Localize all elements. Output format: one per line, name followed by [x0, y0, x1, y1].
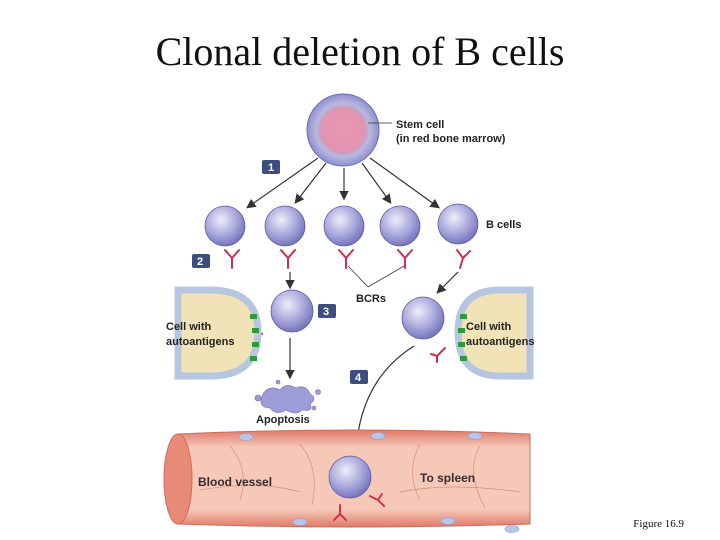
figure-caption: Figure 16.9	[633, 518, 684, 530]
to-spleen-label: To spleen	[420, 471, 475, 485]
bcr-receptor-surviving-lower	[333, 504, 347, 521]
endothelial-lines	[199, 443, 521, 509]
bcrs-label: BCRs	[356, 293, 386, 305]
differentiation-arrows	[246, 157, 440, 209]
step-1-number: 1	[268, 162, 274, 174]
bcrs-pointers	[347, 265, 405, 288]
stem-cell	[306, 93, 380, 167]
blood-vessel-label: Blood vessel	[198, 475, 272, 489]
step-2-badge: 2	[192, 254, 210, 268]
step-2-number: 2	[197, 256, 203, 268]
autoantigen-markers-left	[250, 314, 259, 361]
autoantigen-markers-right	[458, 314, 467, 361]
b-cell	[323, 205, 365, 247]
b-cell-binding-left	[270, 289, 314, 333]
b-cell	[437, 203, 479, 245]
b-cell	[204, 205, 246, 247]
b-cell-surviving	[328, 455, 372, 499]
step-4-number: 4	[355, 372, 362, 384]
cell-with-label-right-line1: Cell with	[466, 321, 512, 333]
cell-with-label-right-line2: autoantigens	[466, 336, 534, 348]
step-3-badge: 3	[318, 304, 336, 318]
b-cell	[264, 205, 306, 247]
apoptotic-cell	[254, 379, 321, 414]
step-1-badge: 1	[262, 160, 280, 174]
bcr-receptor-surviving	[369, 493, 385, 507]
stem-cell-label-line1: Stem cell	[396, 119, 444, 131]
step-3-number: 3	[323, 306, 329, 318]
apoptosis-label: Apoptosis	[256, 414, 310, 426]
b-cell-nonbinding-right	[401, 296, 445, 340]
slide-title: Clonal deletion of B cells	[155, 29, 565, 74]
stem-cell-label-line2: (in red bone marrow)	[396, 133, 506, 145]
endothelial-nuclei	[238, 432, 520, 533]
cell-with-label-left-line2: autoantigens	[166, 336, 234, 348]
arrow-to-tested-right	[436, 271, 459, 294]
cell-with-label-left-line1: Cell with	[166, 321, 212, 333]
b-cell	[379, 205, 421, 247]
step-4-badge: 4	[350, 370, 368, 384]
b-cells-label: B cells	[486, 219, 521, 231]
b-cell-row	[204, 203, 479, 247]
host-cell-left	[174, 286, 262, 380]
host-cell-right	[454, 286, 534, 380]
